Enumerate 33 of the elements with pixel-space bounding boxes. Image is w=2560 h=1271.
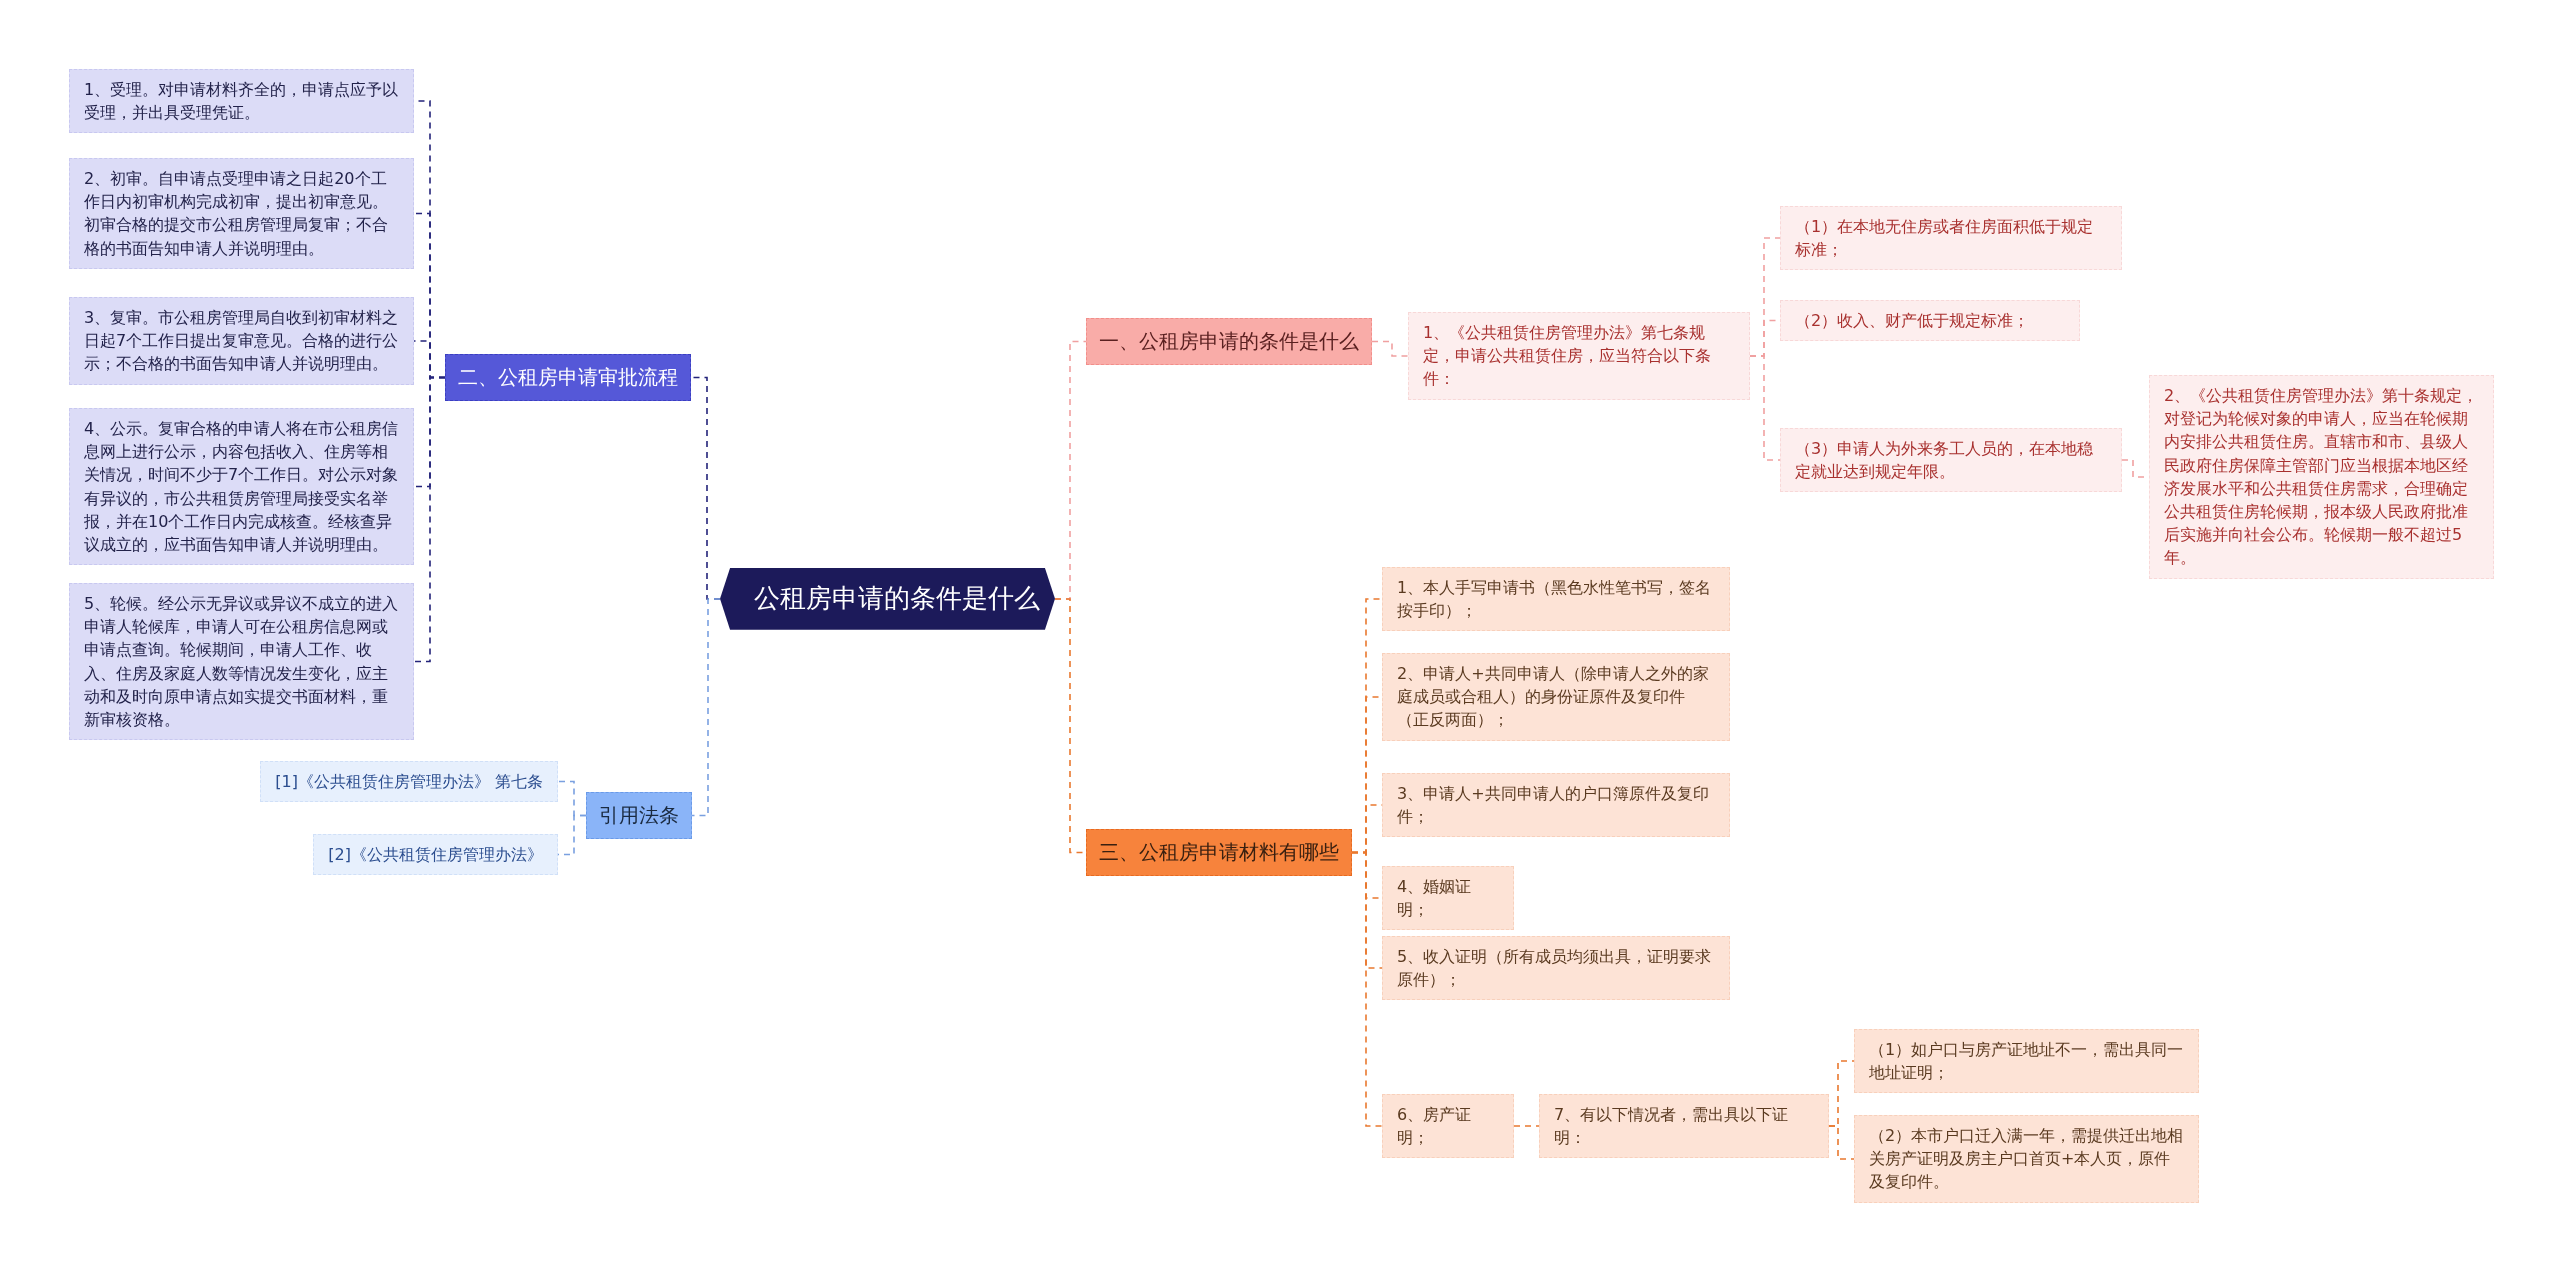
note-card: 3、申请人+共同申请人的户口簿原件及复印件；: [1382, 773, 1730, 838]
note-card: 1、本人手写申请书（黑色水性笔书写，签名按手印）；: [1382, 567, 1730, 632]
note-card: （2）收入、财产低于规定标准；: [1780, 300, 2080, 342]
connector-line: [1371, 340, 1409, 357]
note-card: 2、《公共租赁住房管理办法》第十条规定，对登记为轮候对象的申请人，应当在轮候期内安排公共租赁住房。直辖市和市、县级人民政府住房保障主管部门应当根据本地区经济发展水平和公共租赁住房需求，合理确定公共租赁住房轮候期，报本级人民政府批准后实施并向社会公布。轮候期一般不超过5年。: [2149, 375, 2494, 579]
note-card: 5、轮候。经公示无异议或异议不成立的进入申请人轮候库，申请人可在公租房信息网或申请点查询。轮候期间，申请人工作、收入、住房及家庭人数等情况发生变化，应主动和及时向原申请点如实提交书面材料，重新审核资格。: [69, 583, 414, 741]
note-card: 2、申请人+共同申请人（除申请人之外的家庭成员或合租人）的身份证原件及复印件（正反两面）；: [1382, 653, 1730, 741]
branch-topic: 三、公租房申请材料有哪些: [1086, 829, 1352, 876]
reference-card: [2]《公共租赁住房管理办法》: [313, 834, 558, 876]
note-card: 7、有以下情况者，需出具以下证明：: [1539, 1094, 1829, 1159]
note-card: 6、房产证明；: [1382, 1094, 1514, 1159]
connector-line: [1749, 355, 1781, 461]
branch-topic: 引用法条: [586, 792, 692, 839]
connector-line: [1513, 1125, 1540, 1127]
note-card: 1、《公共租赁住房管理办法》第七条规定，申请公共租赁住房，应当符合以下条件：: [1408, 312, 1750, 400]
central-topic: 公租房申请的条件是什么: [720, 568, 1055, 630]
branch-topic: 一、公租房申请的条件是什么: [1086, 318, 1372, 365]
note-card: （1）在本地无住房或者住房面积低于规定标准；: [1780, 206, 2122, 271]
note-card: 3、复审。市公租房管理局自收到初审材料之日起7个工作日提出复审意见。合格的进行公示；不合格的书面告知申请人并说明理由。: [69, 297, 414, 385]
connector-line: [1828, 1125, 1855, 1160]
note-card: （3）申请人为外来务工人员的，在本地稳定就业达到规定年限。: [1780, 428, 2122, 493]
connector-line: [1351, 851, 1383, 1127]
reference-card: [1]《公共租赁住房管理办法》 第七条: [260, 761, 558, 803]
note-card: 1、受理。对申请材料齐全的，申请点应予以受理，并出具受理凭证。: [69, 69, 414, 134]
note-card: （2）本市户口迁入满一年，需提供迁出地相关房产证明及房主户口首页+本人页，原件及复印件。: [1854, 1115, 2199, 1203]
note-card: 5、收入证明（所有成员均须出具，证明要求原件）；: [1382, 936, 1730, 1001]
branch-topic: 二、公租房申请审批流程: [445, 354, 691, 401]
connector-line: [691, 598, 721, 817]
note-card: 4、公示。复审合格的申请人将在市公租房信息网上进行公示，内容包括收入、住房等相关情况，时间不少于7个工作日。对公示对象有异议的，市公共租赁房管理局接受实名举报，并在10个工作日内完成核查。经核查异议成立的，应书面告知申请人并说明理由。: [69, 408, 414, 566]
connector-line: [413, 376, 446, 663]
note-card: （1）如户口与房产证地址不一，需出具同一地址证明；: [1854, 1029, 2199, 1094]
note-card: 2、初审。自申请点受理申请之日起20个工作日内初审机构完成初审，提出初审意见。初审合格的提交市公租房管理局复审；不合格的书面告知申请人并说明理由。: [69, 158, 414, 269]
note-card: 4、婚姻证明；: [1382, 866, 1514, 931]
